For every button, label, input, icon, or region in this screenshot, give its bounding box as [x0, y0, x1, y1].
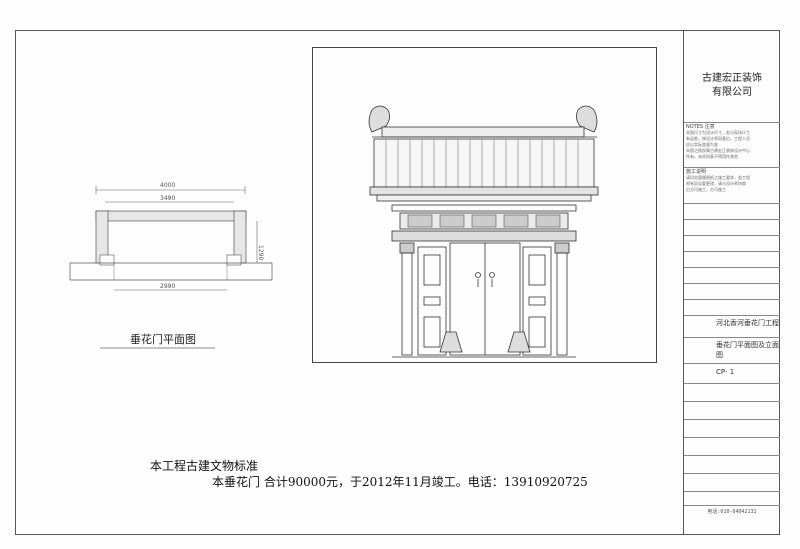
title-block: 古建宏正装饰 有限公司 NOTES 注意 本图尺寸为设计尺寸，若与现场尺寸 有误…: [683, 30, 780, 535]
tb-row: [684, 402, 780, 420]
notes-line-2: 有误差，按设计师同意后，工程人员: [686, 136, 750, 141]
elevation-view: [368, 105, 599, 358]
tb-row: [684, 420, 780, 438]
project-name-row: 河北香河垂花门工程: [684, 316, 780, 338]
dim-side: 1290: [257, 245, 264, 260]
project-name: 河北香河垂花门工程: [716, 319, 779, 327]
notes-line-1: 本图尺寸为设计尺寸，若与现场尺寸: [686, 130, 750, 135]
plan-title: 垂花门平面图: [130, 333, 196, 346]
drawing-no-row: CP- 1: [684, 364, 780, 384]
notes-title: NOTES 注意: [686, 124, 715, 130]
dim-bottom: 2990: [160, 283, 175, 290]
tb-row: [684, 438, 780, 456]
dim-top-outer: 4000: [160, 182, 175, 189]
drawing-number: CP- 1: [716, 368, 735, 376]
footer-line-1: 本工程古建文物标准: [150, 459, 259, 473]
drawing-name-line1: 垂花门平面图及立面: [716, 341, 779, 349]
drawing-name-row: 垂花门平面图及立面 图: [684, 338, 780, 364]
tb-row: [684, 204, 780, 220]
notes-line-3: 应以实际变量为准: [686, 142, 718, 147]
notes-line-4: 本图之版权属古建宏正装饰设计中心: [686, 148, 750, 153]
tb-row: [684, 284, 780, 300]
drawing-name-line2: 图: [716, 351, 723, 359]
phone-number: 电话:010-64042131: [707, 509, 757, 515]
tb-row: [684, 492, 780, 506]
company-name-line1: 古建宏正装饰: [702, 73, 762, 84]
tb-row: [684, 300, 780, 316]
tb-row: [684, 384, 780, 402]
tb-row: [684, 474, 780, 492]
notes-block: NOTES 注意 本图尺寸为设计尺寸，若与现场尺寸 有误差，按设计师同意后，工程…: [684, 122, 780, 168]
tb-row: [684, 252, 780, 268]
elevation-frame: [312, 47, 657, 363]
construction-notes-block: 施工说明 请切实遵循图纸之施工要求，若工程 师有异议要更改，请与设计师协商 后方…: [684, 168, 780, 204]
tb-row: [684, 220, 780, 236]
company-name: 古建宏正装饰 有限公司: [684, 72, 780, 100]
plan-view: 4000 3490 2990 1290: [69, 182, 273, 291]
footer-line-2: 本垂花门 合计90000元，于2012年11月竣工。电话：13910920725: [212, 475, 588, 489]
tb-row: [684, 456, 780, 474]
plan-title-underline: [100, 347, 215, 349]
dim-top-inner: 3490: [160, 195, 175, 202]
tb-row: [684, 236, 780, 252]
notes-line-5: 所有，未经同意不得用作其他: [686, 154, 738, 159]
drawing-border: [15, 30, 780, 535]
construction-notes-line-2: 师有异议要更改，请与设计师协商: [686, 181, 746, 186]
tb-row: [684, 268, 780, 284]
construction-notes-line-1: 请切实遵循图纸之施工要求，若工程: [686, 175, 750, 180]
company-name-line2: 有限公司: [712, 87, 752, 98]
construction-notes-title: 施工说明: [686, 169, 707, 175]
construction-notes-line-3: 后方可施工，方可施工: [686, 187, 726, 192]
